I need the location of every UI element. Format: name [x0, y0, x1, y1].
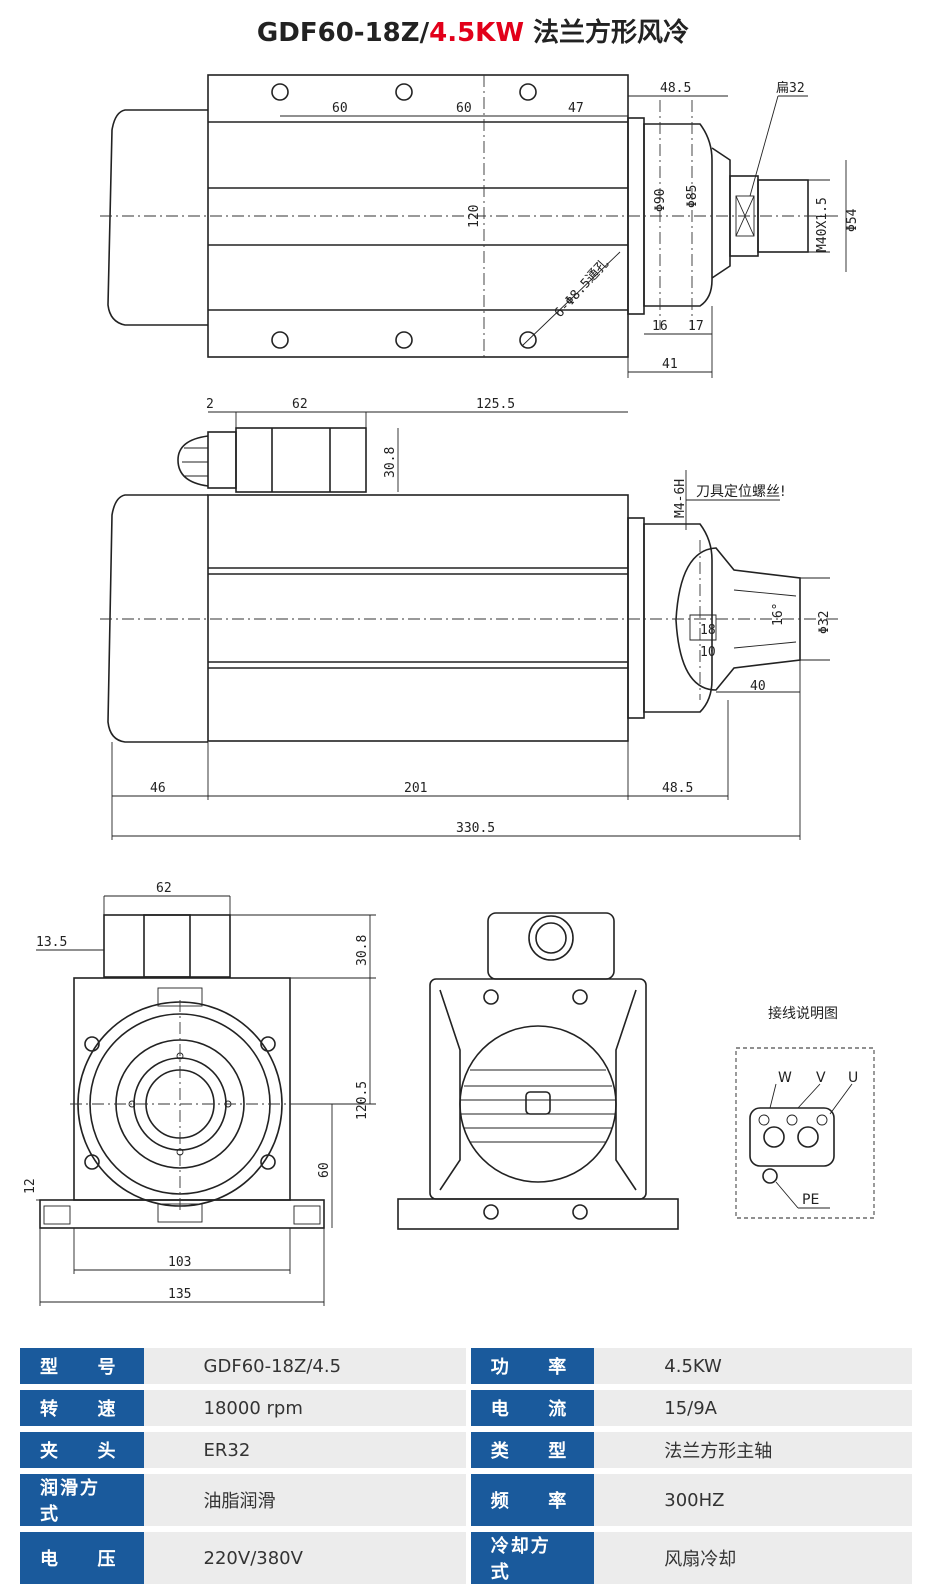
dim-47: 47 — [568, 101, 584, 116]
dim-10: 10 — [700, 645, 716, 660]
dim-30-8-side: 30.8 — [383, 447, 398, 478]
dim-62-side: 62 — [292, 397, 308, 412]
spec-key: 夹头 — [20, 1432, 144, 1468]
wiring-title: 接线说明图 — [768, 1005, 838, 1022]
spec-row: 型号 GDF60-18Z/4.5 功率 4.5KW — [20, 1348, 912, 1384]
technical-drawing: 60 60 47 48.5 120 6-Φ8.5通孔 Φ90 Φ85 扁32 M… — [23, 74, 875, 1306]
dim-330-5: 330.5 — [456, 821, 495, 836]
spec-value: 4.5KW — [594, 1348, 912, 1384]
front-view: 62 13.5 30.8 120.5 60 12 103 135 — [23, 881, 376, 1306]
dim-30-8-front: 30.8 — [355, 935, 370, 966]
spec-key: 转速 — [20, 1390, 144, 1426]
dim-120: 120 — [467, 205, 482, 228]
spec-value: 油脂润滑 — [143, 1474, 467, 1526]
dim-17: 17 — [688, 319, 704, 334]
spec-value: 18000 rpm — [143, 1390, 467, 1426]
spec-value: 220V/380V — [143, 1532, 467, 1584]
dim-62-front: 62 — [156, 881, 172, 896]
title-type: 法兰方形风冷 — [524, 18, 690, 48]
dim-16: 16 — [652, 319, 668, 334]
spec-row: 夹头 ER32 类型 法兰方形主轴 — [20, 1432, 912, 1468]
dim-thread: M40X1.5 — [815, 197, 830, 252]
spec-value: 法兰方形主轴 — [594, 1432, 912, 1468]
dim-13-5: 13.5 — [36, 935, 67, 950]
spec-row: 转速 18000 rpm 电流 15/9A — [20, 1390, 912, 1426]
dim-46: 46 — [150, 781, 166, 796]
page-title: GDF60-18Z/4.5KW 法兰方形风冷 — [0, 12, 946, 49]
screw-note: 刀具定位螺丝! — [696, 484, 786, 500]
label-w: W — [778, 1070, 792, 1086]
label-u: U — [848, 1070, 858, 1086]
spec-key: 电流 — [470, 1390, 595, 1426]
dim-phi90: Φ90 — [653, 189, 668, 212]
dim-phi54: Φ54 — [845, 208, 860, 232]
dim-41: 41 — [662, 357, 678, 372]
spec-row: 电压 220V/380V 冷却方式 风扇冷却 — [20, 1532, 912, 1584]
title-model: GDF60-18Z/ — [256, 18, 430, 48]
label-v: V — [816, 1070, 826, 1086]
dim-60a: 60 — [332, 101, 348, 116]
dim-120-5: 120.5 — [355, 1081, 370, 1120]
dim-201: 201 — [404, 781, 427, 796]
title-power: 4.5KW — [429, 18, 524, 48]
spec-value: GDF60-18Z/4.5 — [143, 1348, 467, 1384]
dim-flat: 扁32 — [776, 81, 805, 96]
wiring-diagram: 接线说明图 W V U PE — [735, 1005, 875, 1219]
dim-40: 40 — [750, 679, 766, 694]
spec-key: 类型 — [470, 1432, 595, 1468]
dim-60-front: 60 — [317, 1162, 332, 1178]
dim-2: 2 — [206, 397, 214, 412]
side-view: 2 62 125.5 30.8 M4-6H 刀具定位螺丝! 16° Φ32 18… — [100, 397, 840, 840]
dim-48-5-top: 48.5 — [660, 81, 691, 96]
spec-value: 300HZ — [594, 1474, 912, 1526]
spec-row: 润滑方式 油脂润滑 频率 300HZ — [20, 1474, 912, 1526]
spec-key: 冷却方式 — [470, 1532, 595, 1584]
spec-key: 电压 — [20, 1532, 144, 1584]
dim-48-5-side: 48.5 — [662, 781, 693, 796]
top-view: 60 60 47 48.5 120 6-Φ8.5通孔 Φ90 Φ85 扁32 M… — [100, 74, 860, 378]
dim-holes: 6-Φ8.5通孔 — [552, 256, 612, 320]
dim-135: 135 — [168, 1287, 191, 1302]
dim-125-5: 125.5 — [476, 397, 515, 412]
spec-key: 功率 — [470, 1348, 595, 1384]
label-pe: PE — [802, 1192, 819, 1208]
dim-screw: M4-6H — [673, 479, 688, 518]
dim-60b: 60 — [456, 101, 472, 116]
spec-value: ER32 — [143, 1432, 467, 1468]
dim-phi85: Φ85 — [685, 185, 700, 208]
spec-key: 型号 — [20, 1348, 144, 1384]
dim-12: 12 — [23, 1178, 38, 1194]
spec-value: 风扇冷却 — [594, 1532, 912, 1584]
spec-key: 频率 — [470, 1474, 595, 1526]
dim-phi32: Φ32 — [817, 611, 832, 634]
dim-angle: 16° — [771, 603, 786, 626]
spec-value: 15/9A — [594, 1390, 912, 1426]
spec-table: 型号 GDF60-18Z/4.5 功率 4.5KW 转速 18000 rpm 电… — [20, 1342, 912, 1590]
dim-18: 18 — [700, 623, 716, 638]
rear-view — [397, 912, 679, 1230]
spec-key: 润滑方式 — [20, 1474, 144, 1526]
dim-103: 103 — [168, 1255, 191, 1270]
